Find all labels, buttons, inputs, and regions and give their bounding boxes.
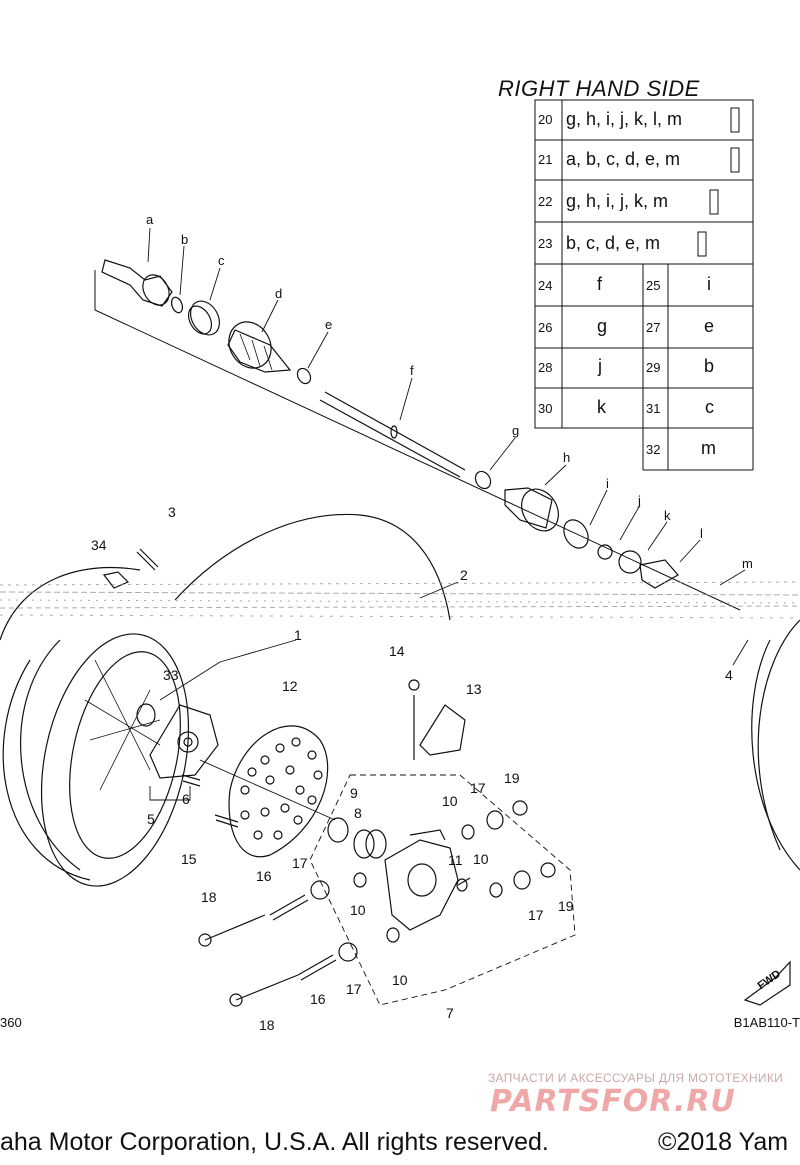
knuckle bbox=[384, 829, 459, 931]
callout-letter: g bbox=[512, 423, 520, 438]
callout-number: 19 bbox=[558, 898, 574, 914]
scan-smudge bbox=[0, 581, 800, 619]
table-pair-num: 32 bbox=[646, 442, 661, 457]
table-pair-num: 28 bbox=[538, 360, 553, 375]
table-pair-val: f bbox=[597, 274, 603, 294]
callout-letter: m bbox=[742, 556, 753, 571]
callout-number: 13 bbox=[466, 681, 482, 697]
table-pair-val: k bbox=[597, 397, 606, 417]
wheel-hub bbox=[149, 704, 219, 779]
tire-outline bbox=[174, 513, 451, 621]
callout-letter: j bbox=[638, 493, 641, 508]
callout-number: 15 bbox=[181, 851, 197, 867]
callout-number: 5 bbox=[147, 811, 155, 827]
callout-number: 18 bbox=[259, 1017, 275, 1033]
table-pair-val: c bbox=[705, 397, 714, 417]
table-pair-num: 25 bbox=[646, 278, 661, 293]
callout-number: 34 bbox=[91, 537, 107, 553]
callout-number: 17 bbox=[346, 981, 362, 997]
table-row-num: 21 bbox=[538, 152, 553, 167]
callout-letter: l bbox=[700, 526, 703, 541]
table-pair-val: e bbox=[704, 316, 715, 336]
callout-letter: a bbox=[146, 212, 154, 227]
drive-shaft bbox=[319, 391, 466, 478]
table-pair-val: g bbox=[597, 316, 608, 336]
callout-number: 18 bbox=[201, 889, 217, 905]
table-row-text: b, c, d, e, m bbox=[566, 233, 661, 253]
callout-number: 10 bbox=[392, 972, 408, 988]
copyright-right: ©2018 Yam bbox=[658, 1128, 789, 1156]
diagram-code-left: 360 bbox=[0, 1015, 22, 1030]
callout-number: 17 bbox=[292, 855, 308, 871]
bearing bbox=[353, 829, 387, 859]
callout-number: 4 bbox=[725, 667, 733, 683]
callout-number: 14 bbox=[389, 643, 405, 659]
callout-number: 17 bbox=[528, 907, 544, 923]
table-title: RIGHT HAND SIDE bbox=[498, 76, 700, 101]
callout-number: 6 bbox=[182, 791, 190, 807]
table-row-text: g, h, i, j, k, l, m bbox=[566, 109, 683, 129]
wheel-rim bbox=[40, 633, 190, 887]
callout-letter: c bbox=[218, 253, 225, 268]
callout-letter: f bbox=[410, 363, 414, 378]
diagram-code: B1AB110-T bbox=[733, 1015, 800, 1030]
cv-boot bbox=[227, 321, 292, 373]
callout-number: 17 bbox=[470, 780, 486, 796]
callout-number: 3 bbox=[168, 504, 176, 520]
callout-letter: i bbox=[606, 476, 609, 491]
watermark-tagline: ЗАПЧАСТИ И АКСЕССУАРЫ ДЛЯ МОТОТЕХНИКИ bbox=[488, 1071, 784, 1085]
cv-joint-outer bbox=[101, 259, 173, 307]
table-pair-num: 30 bbox=[538, 401, 553, 416]
callout-letter: e bbox=[325, 317, 333, 332]
table-pair-num: 24 bbox=[538, 278, 553, 293]
callout-letter: b bbox=[181, 232, 189, 247]
table-row-text: a, b, c, d, e, m bbox=[566, 149, 681, 169]
callout-letter: k bbox=[664, 508, 671, 523]
callout-number: 8 bbox=[354, 805, 362, 821]
table-row-num: 20 bbox=[538, 112, 553, 127]
watermark-logo: PARTSFOR.RU bbox=[490, 1084, 736, 1119]
callout-number: 11 bbox=[448, 852, 463, 868]
table-pair-val: b bbox=[704, 356, 715, 376]
table-row-text: g, h, i, j, k, m bbox=[566, 191, 669, 211]
table-pair-num: 29 bbox=[646, 360, 661, 375]
callout-number: 10 bbox=[350, 902, 366, 918]
table-pair-num: 27 bbox=[646, 320, 661, 335]
callout-number: 16 bbox=[310, 991, 326, 1007]
callout-number: 16 bbox=[256, 868, 272, 884]
callout-number: 7 bbox=[446, 1005, 454, 1021]
table-pair-num: 31 bbox=[646, 401, 661, 416]
callout-number: 1 bbox=[294, 627, 302, 643]
table-pair-val: i bbox=[707, 274, 711, 294]
table-row-num: 23 bbox=[538, 236, 553, 251]
callout-number: 2 bbox=[460, 567, 468, 583]
callout-number: 12 bbox=[282, 678, 298, 694]
callout-number: 19 bbox=[504, 770, 520, 786]
callout-letter: h bbox=[563, 450, 571, 465]
table-pair-val: m bbox=[701, 438, 716, 458]
callout-number: 10 bbox=[442, 793, 458, 809]
callout-number: 10 bbox=[473, 851, 489, 867]
table-pair-val: j bbox=[598, 356, 602, 376]
callout-number: 33 bbox=[163, 667, 179, 683]
table-pair-num: 26 bbox=[538, 320, 553, 335]
cv-joint-inner bbox=[504, 487, 559, 532]
brake-disc bbox=[228, 725, 329, 858]
fwd-arrow bbox=[743, 960, 791, 1006]
rhs-table bbox=[534, 99, 754, 471]
copyright-left: aha Motor Corporation, U.S.A. All rights… bbox=[0, 1128, 549, 1156]
callout-letter: d bbox=[275, 286, 283, 301]
callout-number: 9 bbox=[350, 785, 358, 801]
knuckle-box bbox=[309, 774, 576, 1006]
table-row-num: 22 bbox=[538, 194, 553, 209]
